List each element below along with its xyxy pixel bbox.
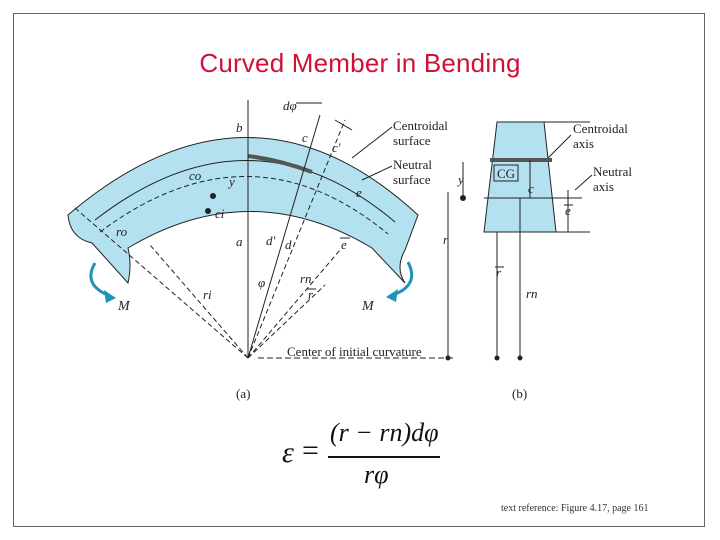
moment-arrowhead-right [386,289,398,302]
label-c: c [302,130,308,145]
label-r-bar-a: r [308,287,314,302]
leader-centroidal-axis [547,134,572,159]
moment-arrow-left [89,262,111,298]
curved-beam-body [67,137,419,285]
fiber-strip [247,154,313,174]
leader-centroidal [351,126,393,159]
label-neutral-2: surface [393,172,431,187]
label-y-b: y [456,172,464,187]
label-r-bar-b: r [496,265,502,280]
formula-numerator: (r − rn)dφ [330,418,439,447]
caption-a: (a) [236,386,250,401]
label-ri: ri [203,287,212,302]
formula-epsilon: ε [282,436,294,469]
strain-formula: ε = (r − rn)dφ rφ [282,418,442,498]
label-b: b [236,120,243,135]
radial-line-dashed-left [74,207,249,359]
radial-line-dashed-right [247,119,346,359]
radial-line-dashed-rn [247,249,341,359]
label-center: Center of initial curvature [287,344,422,359]
label-e: e [356,185,362,200]
label-ci: ci [215,206,225,221]
label-cg: CG [497,166,515,181]
leader-neutral-axis [574,174,593,191]
label-r-b: r [443,232,449,247]
label-neutral-axis-2: axis [593,179,614,194]
label-ro: ro [116,224,128,239]
label-centroidal-axis-1: Centroidal [573,121,628,136]
label-e-bar: e [341,237,347,252]
label-d: d [285,237,292,252]
label-rn-b: rn [526,286,538,301]
label-centroidal-1: Centroidal [393,118,448,133]
label-M-right: M [361,299,375,314]
label-co: co [189,168,202,183]
slide-title: Curved Member in Bending [199,48,521,78]
label-neutral-axis-1: Neutral [593,164,632,179]
label-M-left: M [117,299,131,314]
formula-fraction-bar [328,456,440,458]
caption-b: (b) [512,386,527,401]
label-centroidal-axis-2: axis [573,136,594,151]
text-reference: text reference: Figure 4.17, page 161 [501,503,649,514]
formula-denominator: rφ [364,460,389,489]
leader-neutral [361,165,393,181]
moment-arrowhead-left [104,290,116,303]
label-c-b: c [528,181,534,196]
label-rn-a: rn [300,271,312,286]
label-e-b: e [565,203,571,218]
label-dphi: dφ [283,98,297,113]
label-a: a [236,234,243,249]
label-c-prime: c' [332,140,341,155]
neutral-dot-a [205,208,211,214]
label-neutral-1: Neutral [393,157,432,172]
label-y-a: y [227,174,235,189]
label-phi: φ [258,275,265,290]
radial-line-mid [247,114,321,359]
centroidal-surface-line [94,160,396,223]
radial-line-dashed-rbar [247,284,326,359]
radial-line-dashed-ri [149,244,249,359]
label-d-prime: d' [266,233,276,248]
formula-equals: = [302,434,319,467]
cg-box [493,164,519,182]
dphi-arrow [334,119,353,131]
label-centroidal-2: surface [393,133,431,148]
centroid-dot-a [210,193,216,199]
